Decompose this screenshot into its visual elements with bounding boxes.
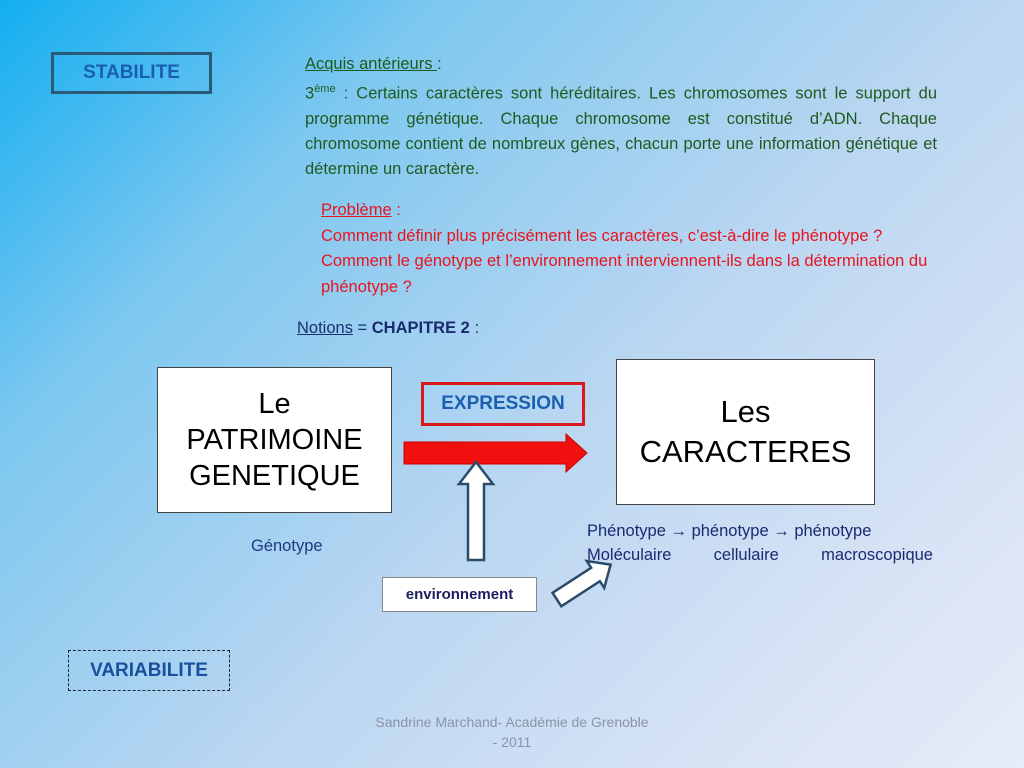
phenotype-levels: Phénotype → phénotype → phénotype Molécu… <box>587 519 933 567</box>
expression-arrow <box>403 432 588 474</box>
arrow-right-icon: → <box>670 522 687 540</box>
environment-up-arrow <box>456 459 496 562</box>
notions-label: Notions <box>297 319 353 337</box>
phenotype-scale-row: Moléculaire cellulaire macroscopique <box>587 543 933 567</box>
notions-chapter: CHAPITRE 2 <box>371 319 470 337</box>
probleme-line1: Comment définir plus précisément les car… <box>321 226 883 245</box>
acquis-level: 3 <box>305 84 315 103</box>
genotype-label: Génotype <box>251 537 323 555</box>
acquis-colon: : <box>437 55 442 73</box>
patrimoine-line-2: PATRIMOINE <box>186 424 363 456</box>
footer-line-1: Sandrine Marchand- Académie de Grenoble <box>375 714 649 730</box>
stabilite-box: STABILITE <box>51 52 212 94</box>
acquis-level-sup: ème <box>314 83 336 95</box>
caracteres-box: Les CARACTERES <box>616 359 875 505</box>
caracteres-line-2: CARACTERES <box>639 434 852 469</box>
environnement-box: environnement <box>382 577 537 612</box>
probleme-colon: : <box>391 201 401 219</box>
scale-cellulaire: cellulaire <box>713 546 779 564</box>
acquis-anterieurs: Acquis antérieurs : 3ème : Certains cara… <box>305 52 937 182</box>
acquis-text: : Certains caractères sont héréditaires.… <box>305 84 937 178</box>
patrimoine-line-3: GENETIQUE <box>189 460 360 492</box>
scale-macroscopique: macroscopique <box>821 546 933 564</box>
phenotype-word-1: Phénotype <box>587 522 671 540</box>
caracteres-line-1: Les <box>720 394 771 429</box>
patrimoine-genetique-box: Le PATRIMOINE GENETIQUE <box>157 367 392 513</box>
probleme-line2: Comment le génotype et l’environnement i… <box>321 252 928 296</box>
expression-box: EXPRESSION <box>421 382 585 426</box>
notions-line: Notions = CHAPITRE 2 : <box>297 319 479 338</box>
phenotype-word-3: phénotype <box>789 522 872 540</box>
notions-eq: = <box>352 319 372 337</box>
acquis-title: Acquis antérieurs <box>305 55 438 73</box>
variabilite-box: VARIABILITE <box>68 650 230 691</box>
probleme-block: Problème : Comment définir plus précisém… <box>321 198 1001 300</box>
notions-colon: : <box>469 319 480 337</box>
scale-moleculaire: Moléculaire <box>587 546 672 564</box>
arrow-right-icon: → <box>773 522 790 540</box>
environnement-label: environnement <box>405 586 514 603</box>
phenotype-word-2: phénotype <box>686 522 774 540</box>
variabilite-label: VARIABILITE <box>90 659 208 681</box>
footer-credit: Sandrine Marchand- Académie de Grenoble … <box>352 712 672 752</box>
stabilite-label: STABILITE <box>83 62 180 83</box>
probleme-title: Problème <box>321 201 392 219</box>
patrimoine-line-1: Le <box>258 388 291 420</box>
phenotype-row: Phénotype → phénotype → phénotype <box>587 519 933 543</box>
footer-line-2: - 2011 <box>492 734 532 750</box>
environment-diagonal-arrow <box>550 559 613 608</box>
expression-label: EXPRESSION <box>441 393 565 414</box>
